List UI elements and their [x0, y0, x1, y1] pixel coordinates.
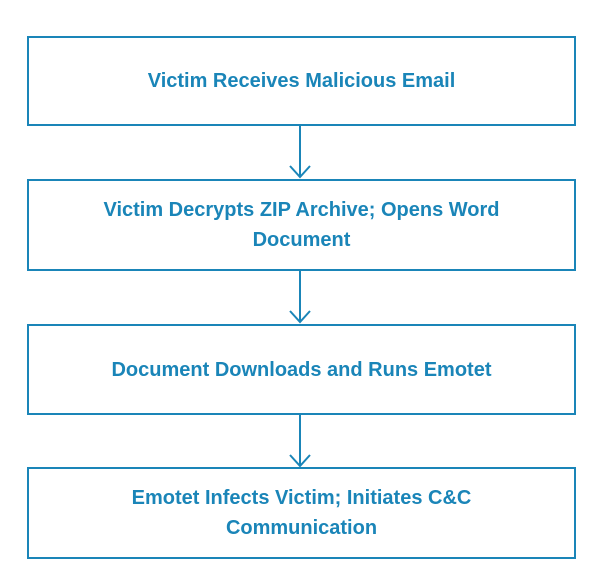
down-arrow-icon [289, 126, 311, 179]
step-label: Victim Decrypts ZIP Archive; Opens Word … [103, 199, 500, 251]
down-arrow-icon [289, 271, 311, 324]
step-label: Document Downloads and Runs Emotet [111, 358, 492, 381]
step-label: Victim Receives Malicious Email [147, 70, 456, 92]
step-box-download-emotet: Document Downloads and Runs Emotet [27, 324, 576, 415]
step-box-infect-victim: Emotet Infects Victim; Initiates C&C Com… [27, 467, 576, 559]
down-arrow-icon [289, 415, 311, 468]
step-label: Emotet Infects Victim; Initiates C&C Com… [131, 487, 472, 539]
step-box-receive-email: Victim Receives Malicious Email [27, 36, 576, 126]
step-box-decrypt-zip: Victim Decrypts ZIP Archive; Opens Word … [27, 179, 576, 271]
